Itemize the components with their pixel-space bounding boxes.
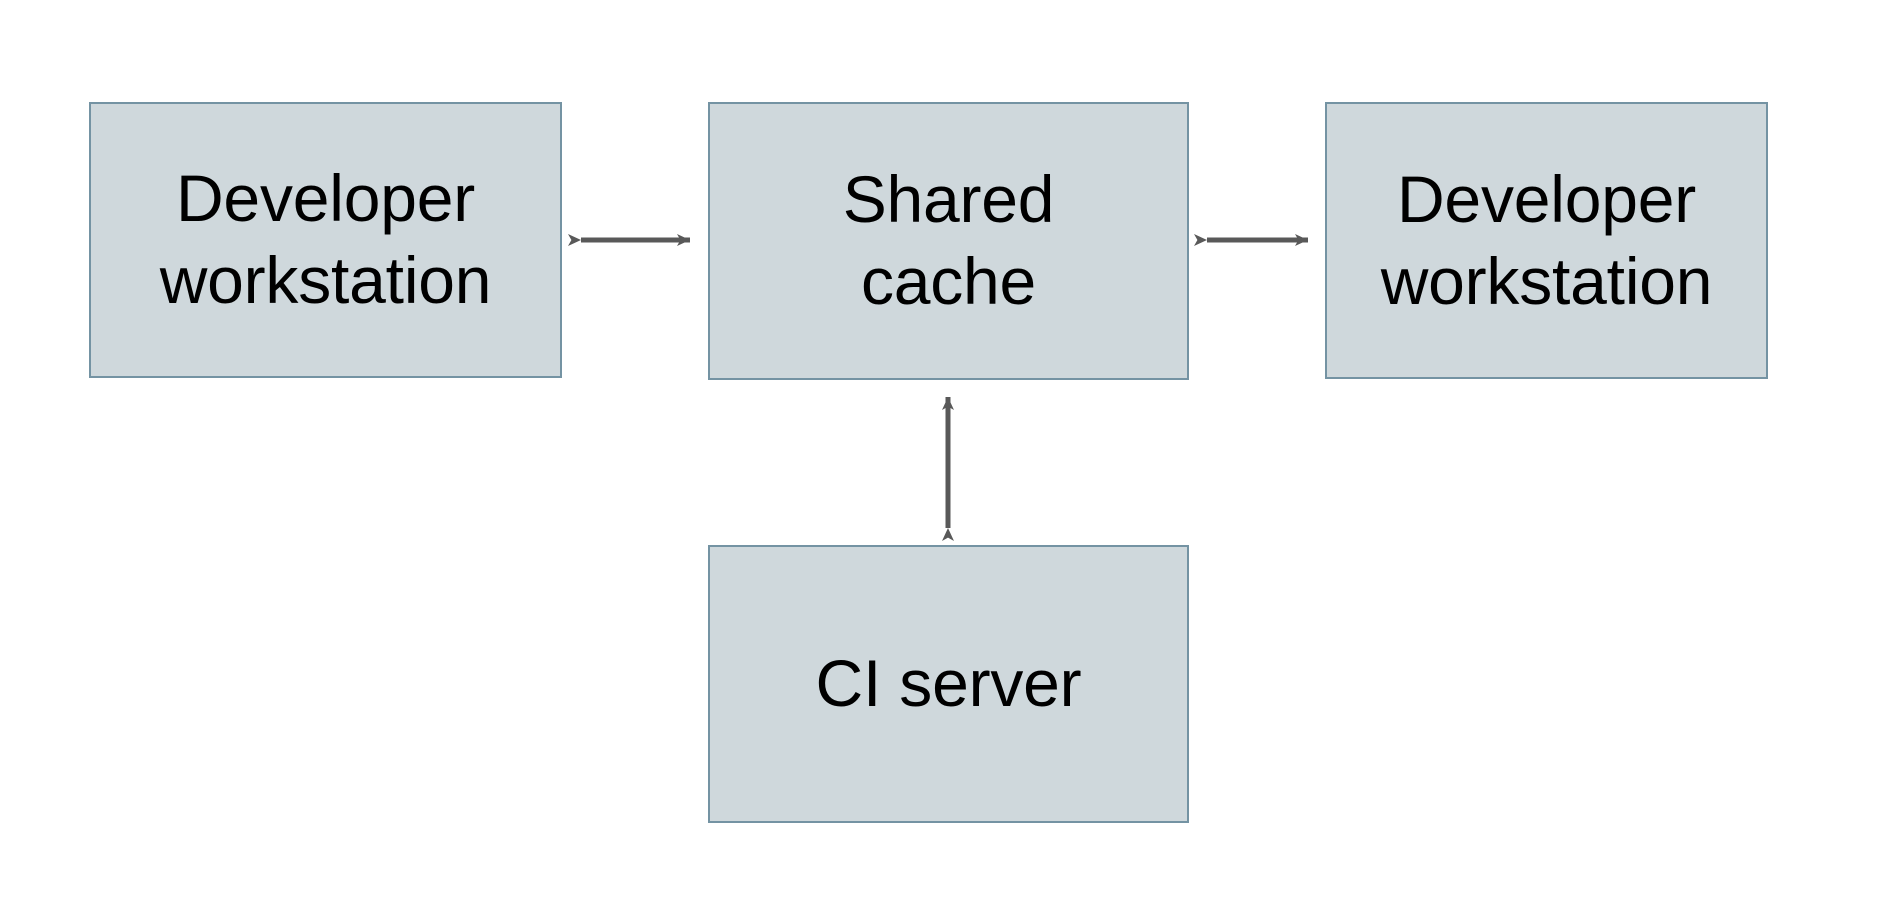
node-ci-server[interactable]: CI server	[708, 545, 1189, 823]
node-label: CI server	[815, 646, 1082, 721]
node-developer-workstation-right[interactable]: Developer workstation	[1325, 102, 1768, 379]
node-label: Developer workstation	[1380, 161, 1713, 318]
node-developer-workstation-left[interactable]: Developer workstation	[89, 102, 562, 378]
node-label: Developer workstation	[159, 161, 492, 317]
node-shared-cache[interactable]: Shared cache	[708, 102, 1189, 380]
node-label: Shared cache	[842, 162, 1055, 318]
